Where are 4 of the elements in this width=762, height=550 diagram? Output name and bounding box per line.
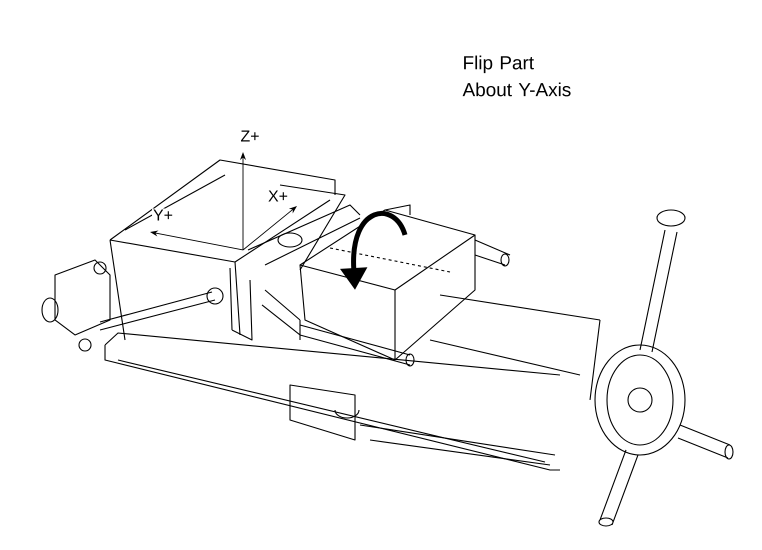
note-text: Flip Part About Y-Axis: [462, 56, 571, 96]
axis-label: Z+: [240, 130, 259, 142]
axis-label: X+: [267, 190, 289, 202]
axis-label: Y+: [152, 208, 174, 222]
